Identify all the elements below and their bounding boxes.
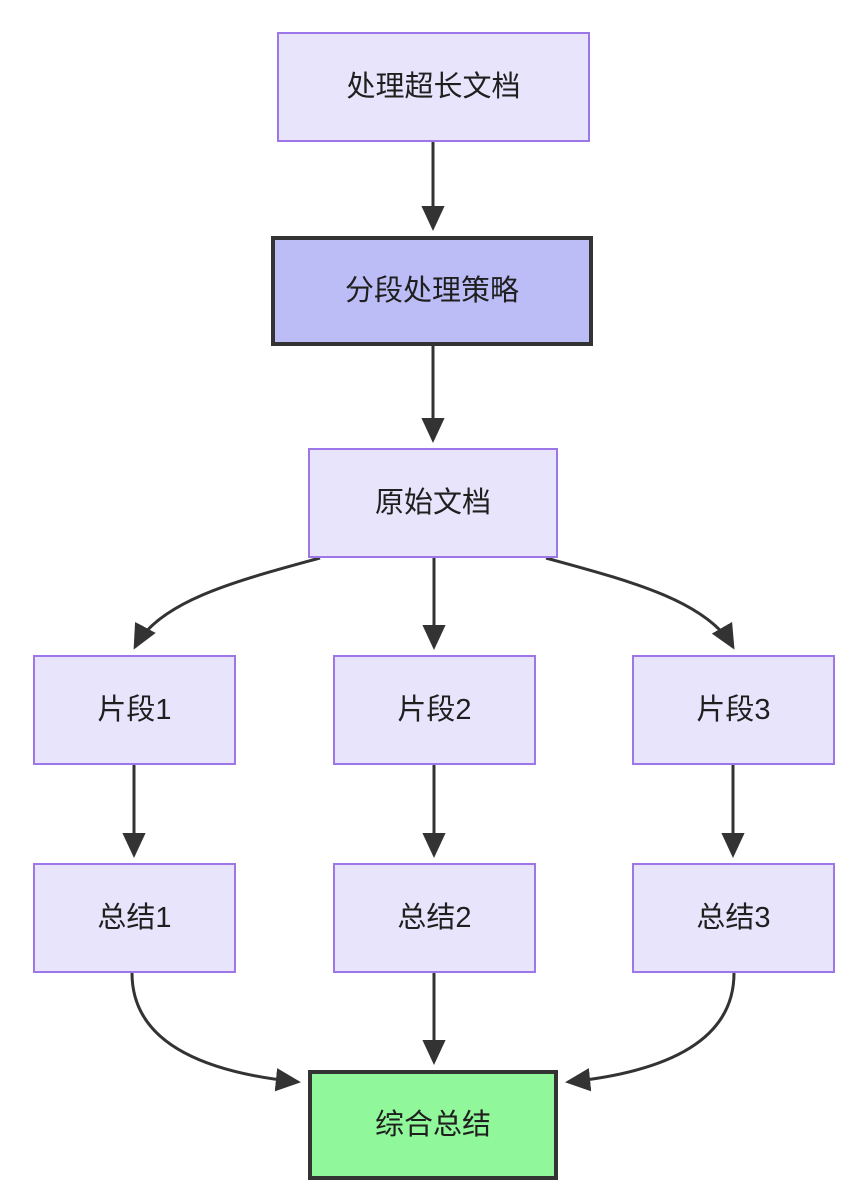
- node-chunk-1[interactable]: 片段1: [33, 655, 236, 765]
- node-label: 片段1: [97, 693, 172, 726]
- node-source-document[interactable]: 原始文档: [308, 448, 558, 558]
- node-label: 总结1: [97, 901, 172, 934]
- node-label: 处理超长文档: [346, 70, 521, 103]
- node-chunk-2[interactable]: 片段2: [333, 655, 536, 765]
- node-label: 片段2: [397, 693, 472, 726]
- node-label: 原始文档: [374, 486, 491, 519]
- node-chunk-3[interactable]: 片段3: [632, 655, 835, 765]
- node-final-summary[interactable]: 综合总结: [308, 1070, 558, 1180]
- node-chunking-strategy[interactable]: 分段处理策略: [271, 236, 593, 346]
- node-summary-1[interactable]: 总结1: [33, 863, 236, 973]
- edge-source-to-chunk1: [133, 556, 321, 650]
- edge-sum3-to-final: [565, 972, 736, 1092]
- edge-sum1-to-final: [130, 972, 301, 1092]
- node-label: 综合总结: [374, 1108, 491, 1141]
- node-summary-2[interactable]: 总结2: [333, 863, 536, 973]
- node-label: 总结2: [397, 901, 472, 934]
- node-summary-3[interactable]: 总结3: [632, 863, 835, 973]
- node-label: 总结3: [696, 901, 771, 934]
- node-process-long-document[interactable]: 处理超长文档: [277, 32, 590, 142]
- node-label: 片段3: [696, 693, 771, 726]
- node-label: 分段处理策略: [344, 274, 519, 307]
- edge-source-to-chunk3: [545, 556, 735, 650]
